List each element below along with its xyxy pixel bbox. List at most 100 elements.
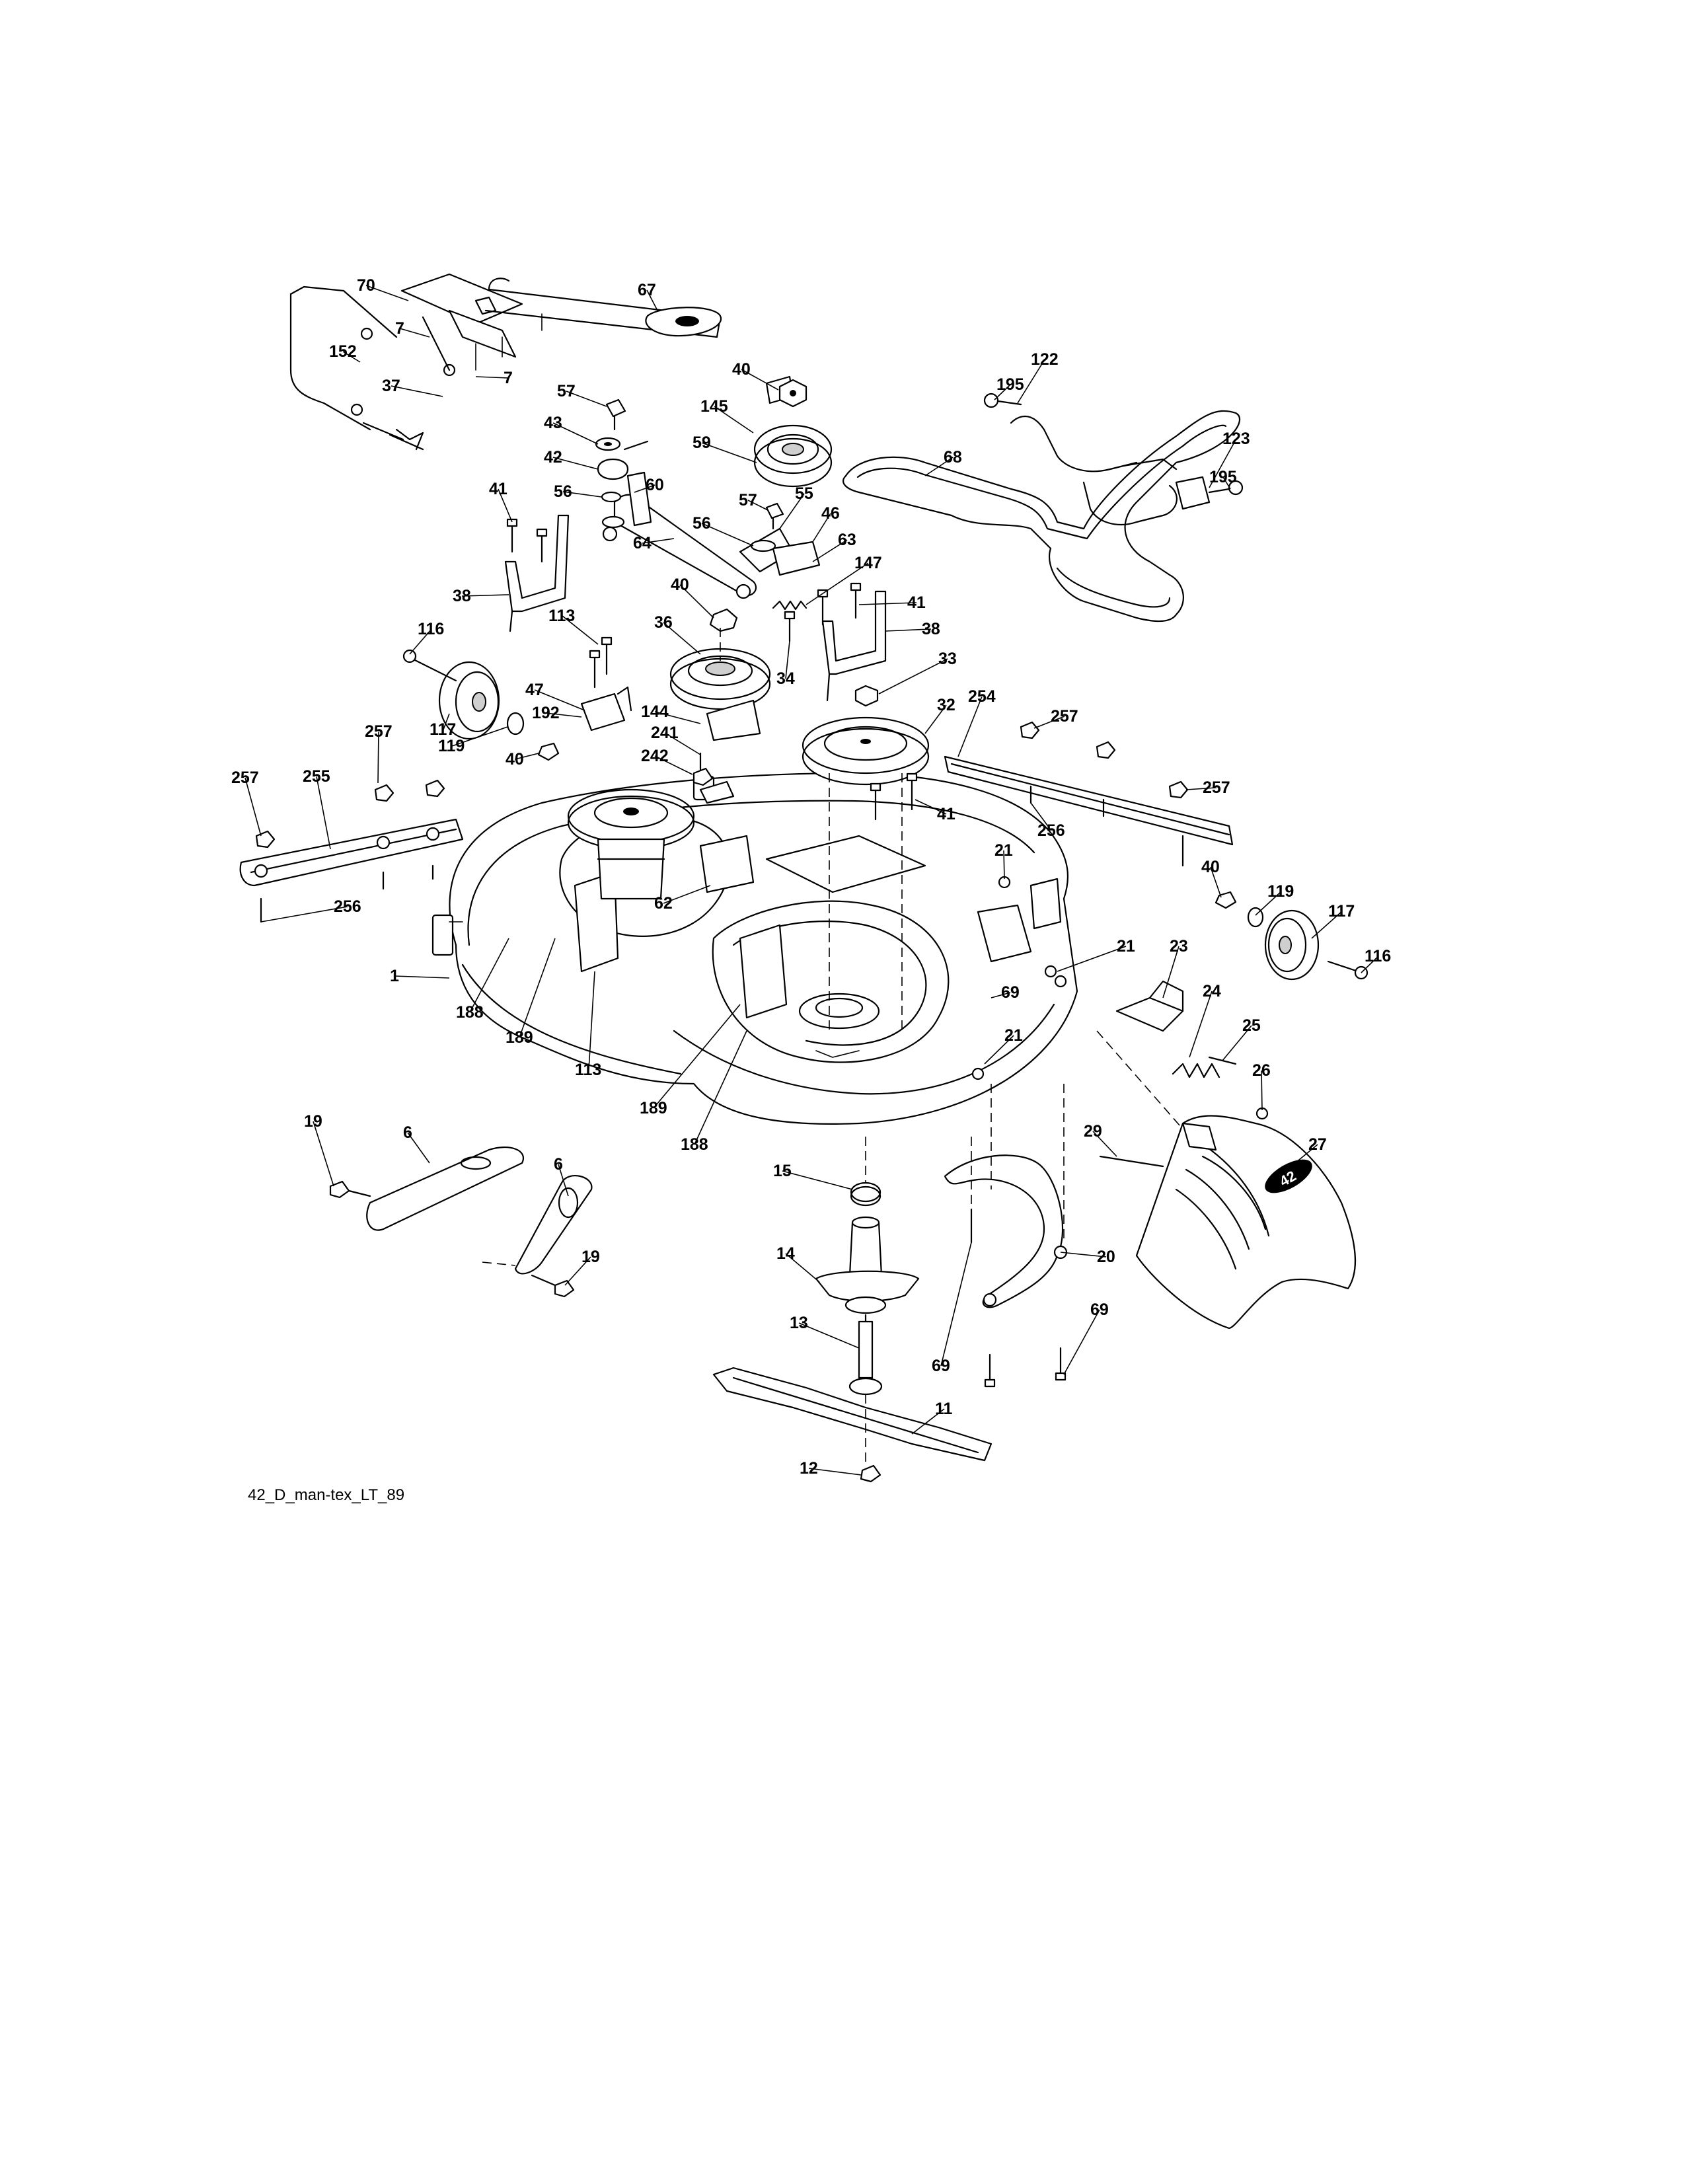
callout-leader-25	[1222, 1025, 1252, 1061]
callout-41: 41	[489, 480, 507, 498]
callout-147: 147	[854, 554, 882, 572]
callout-leader-188	[694, 1030, 747, 1145]
callout-leader-37	[391, 385, 443, 397]
callout-40: 40	[732, 360, 751, 379]
callout-60: 60	[646, 476, 664, 494]
callout-leader-6	[407, 1132, 430, 1164]
callout-116: 116	[1365, 947, 1391, 965]
callout-leader-23	[1162, 946, 1180, 998]
callout-leader-42	[552, 457, 599, 470]
callout-leader-46	[812, 513, 831, 543]
callout-67: 67	[638, 281, 656, 299]
chute-deflector-rod-20	[944, 1084, 1068, 1388]
callout-257: 257	[1203, 778, 1230, 797]
callout-leader-257	[244, 777, 262, 837]
callout-leader-119	[1255, 891, 1282, 916]
gauge-wheel-left	[402, 649, 560, 761]
callout-144: 144	[641, 702, 669, 721]
callout-254: 254	[968, 687, 996, 706]
callout-195: 195	[996, 375, 1024, 394]
callout-leader-21	[984, 1035, 1014, 1065]
callout-leader-257	[1033, 716, 1065, 729]
callout-119: 119	[438, 737, 465, 755]
callout-42: 42	[544, 448, 562, 467]
callout-21: 21	[994, 841, 1013, 860]
callout-1: 1	[390, 967, 399, 985]
callout-leader-26	[1261, 1070, 1263, 1111]
callout-122: 122	[1031, 350, 1059, 369]
callout-leader-20	[1060, 1252, 1107, 1258]
spindle-assembly	[815, 1137, 920, 1396]
baffle-254	[944, 721, 1234, 867]
callout-leader-64	[642, 538, 675, 544]
callout-152: 152	[329, 342, 357, 361]
callout-29: 29	[1084, 1122, 1102, 1141]
callout-leader-38	[885, 628, 932, 632]
callout-70: 70	[357, 276, 375, 295]
callout-leader-32	[924, 704, 947, 734]
callout-leader-38	[461, 594, 509, 597]
callout-leader-116	[409, 628, 432, 655]
callout-21: 21	[1004, 1026, 1023, 1045]
callout-188: 188	[456, 1003, 484, 1022]
callout-6: 6	[403, 1123, 412, 1142]
deck-hangers-38	[504, 514, 887, 702]
callout-leader-67	[646, 289, 658, 311]
callout-leader-24	[1189, 991, 1213, 1058]
callout-leader-195	[1222, 476, 1231, 490]
callout-leader-69	[991, 992, 1011, 998]
callout-195: 195	[1209, 468, 1237, 486]
callout-leader-257	[1185, 787, 1217, 790]
callout-leader-1	[394, 975, 450, 979]
callout-11: 11	[935, 1400, 953, 1418]
small-parts-241-242	[693, 752, 735, 804]
callout-189: 189	[640, 1099, 667, 1117]
mower-blade	[712, 1367, 992, 1483]
callout-leader-188	[469, 938, 509, 1013]
callout-63: 63	[838, 531, 856, 549]
callout-leader-242	[654, 755, 693, 775]
callout-56: 56	[693, 514, 711, 533]
belt-guide-wire	[983, 393, 1244, 525]
callout-145: 145	[700, 397, 728, 416]
callout-40: 40	[671, 576, 689, 594]
callout-leader-256	[1030, 802, 1052, 831]
callout-leader-256	[260, 906, 348, 923]
callout-15: 15	[773, 1162, 792, 1180]
callout-13: 13	[790, 1314, 808, 1332]
callout-38: 38	[453, 587, 471, 605]
callout-25: 25	[1242, 1016, 1261, 1035]
callout-leader-43	[552, 422, 599, 445]
callout-189: 189	[506, 1028, 533, 1047]
callout-leader-41	[498, 488, 513, 523]
callout-41: 41	[937, 805, 955, 823]
callout-257: 257	[231, 769, 259, 787]
callout-256: 256	[1037, 821, 1065, 840]
pulley-32	[802, 685, 930, 1031]
callout-leader-55	[779, 493, 805, 529]
callout-leader-41	[915, 799, 947, 815]
callout-leader-19	[564, 1256, 591, 1286]
callout-leader-116	[1361, 956, 1379, 973]
callout-7: 7	[504, 369, 513, 387]
pulley-36	[669, 608, 771, 741]
callout-leader-57	[566, 391, 607, 407]
callout-69: 69	[932, 1357, 950, 1375]
callout-leader-21	[1057, 946, 1127, 972]
callout-leader-13	[798, 1322, 860, 1349]
callout-leader-63	[812, 539, 848, 562]
callout-242: 242	[641, 747, 669, 765]
idler-arm	[602, 471, 821, 599]
callout-leader-189	[519, 938, 556, 1038]
lift-lever-assembly	[400, 273, 722, 377]
callout-57: 57	[557, 382, 576, 400]
callout-leader-113	[588, 971, 595, 1071]
callout-23: 23	[1170, 937, 1188, 956]
callout-19: 19	[304, 1112, 322, 1131]
callout-leader-147	[805, 562, 869, 605]
callout-leader-123	[1209, 438, 1237, 488]
callout-40: 40	[506, 750, 524, 769]
callout-188: 188	[681, 1135, 708, 1154]
